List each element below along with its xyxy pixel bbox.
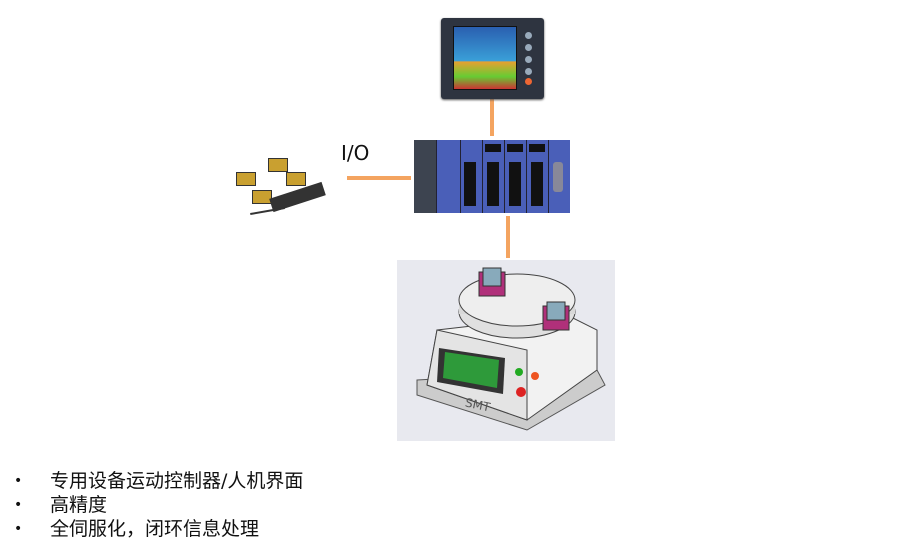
hmi-button-icon <box>525 56 532 63</box>
list-item: •全伺服化，闭环信息处理 <box>14 518 260 540</box>
hmi-screen <box>453 26 517 90</box>
hmi-touch-panel <box>441 18 544 99</box>
feature-list: •专用设备运动控制器/人机界面 •高精度 •全伺服化，闭环信息处理 <box>14 469 303 541</box>
hmi-button-icon <box>525 44 532 51</box>
list-item: •专用设备运动控制器/人机界面 <box>14 470 304 492</box>
sensor-plc-connector <box>347 176 411 180</box>
plc-machine-connector <box>506 216 510 258</box>
list-item-text: 高精度 <box>50 494 108 516</box>
hmi-plc-connector <box>490 99 494 136</box>
plc-rack <box>414 140 570 213</box>
io-label: I/O <box>341 141 370 165</box>
hmi-button-icon <box>525 32 532 39</box>
list-item: •高精度 <box>14 494 108 516</box>
list-item-text: 全伺服化，闭环信息处理 <box>50 518 260 540</box>
hmi-button-icon <box>525 78 532 85</box>
photoelectric-sensors <box>230 150 330 225</box>
smt-machine: SMT <box>397 260 615 441</box>
hmi-button-icon <box>525 68 532 75</box>
list-item-text: 专用设备运动控制器/人机界面 <box>50 470 304 492</box>
